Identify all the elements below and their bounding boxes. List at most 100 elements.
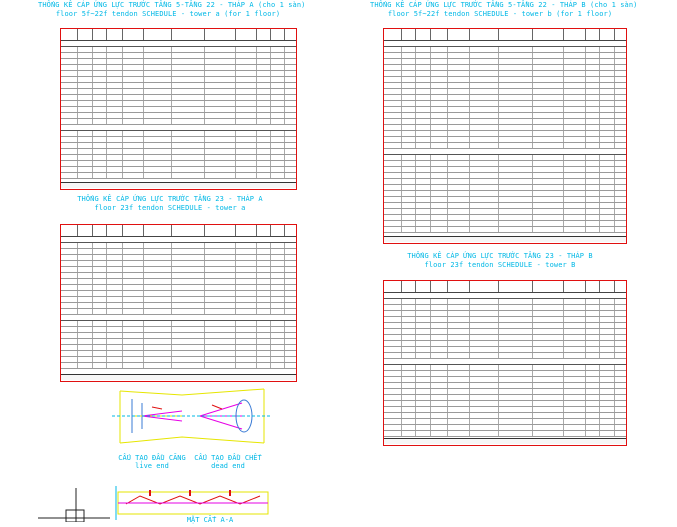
table-row [384,47,626,53]
table-row [384,335,626,341]
table-row [384,317,626,323]
schedule-title-tower-b-5f-22f: THỐNG KÊ CÁP ỨNG LỰC TRƯỚC TẦNG 5-TẦNG 2… [370,1,638,19]
table-row [384,77,626,83]
table-row [384,341,626,347]
table-row [61,143,296,149]
table-row [61,155,296,161]
schedule-title-tower-b-23f: THỐNG KÊ CÁP ỨNG LỰC TRƯỚC TẦNG 23 - THÁ… [400,252,600,270]
table-row [61,321,296,327]
table-row [384,179,626,185]
table-row [61,297,296,303]
table-group-row [61,41,296,47]
title-line-en: floor 23f tendon SCHEDULE - tower B [424,261,576,269]
table-row [61,279,296,285]
title-line-en: floor 23f tendon SCHEDULE - tower a [94,204,246,212]
schedule-title-tower-a-23f: THỐNG KÊ CÁP ỨNG LỰC TRƯỚC TẦNG 23 - THÁ… [70,195,270,213]
table-row [384,383,626,389]
table-header [61,225,296,237]
table-row [61,65,296,71]
table-row [384,113,626,119]
table-row [384,329,626,335]
table-row [384,197,626,203]
table-row [384,431,626,437]
table-total-row [61,182,296,188]
table-row [61,161,296,167]
caption-line-vn: CẤU TẠO ĐẦU CHẾT [194,454,262,462]
table-row [61,113,296,119]
table-row [61,339,296,345]
table-row [61,83,296,89]
table-row [61,101,296,107]
caption-line-en: dead end [211,462,245,470]
caption-line-en: live end [135,462,169,470]
table-row [384,137,626,143]
dead-end-caption: CẤU TẠO ĐẦU CHẾT dead end [188,454,268,470]
table-row [384,143,626,149]
table-row [384,407,626,413]
table-group-row [384,41,626,47]
section-a-a-drawing [38,486,269,522]
table-row [61,357,296,363]
table-row [384,65,626,71]
schedule-table-tower-a-23f [60,224,297,382]
table-row [61,167,296,173]
table-row [384,377,626,383]
table-row [61,95,296,101]
table-header [61,29,296,41]
table-row [384,389,626,395]
live-end-caption: CẤU TẠO ĐẦU CĂNG live end [112,454,192,470]
table-row [384,203,626,209]
table-row [384,173,626,179]
schedule-title-tower-a-5f-22f: THỐNG KÊ CÁP ỨNG LỰC TRƯỚC TẦNG 5-TẦNG 2… [38,1,306,19]
table-row [384,107,626,113]
table-row [384,89,626,95]
caption-line-vn: MẶT CẮT A-A [186,516,234,524]
schedule-table-tower-b-23f [383,280,627,446]
title-line-vn: THỐNG KÊ CÁP ỨNG LỰC TRƯỚC TẦNG 5-TẦNG 2… [38,1,306,9]
table-row [61,173,296,179]
table-row [384,95,626,101]
table-row [61,363,296,369]
schedule-table-tower-a-5f-22f [60,28,297,190]
table-row [384,227,626,233]
table-row [384,125,626,131]
table-row [384,155,626,161]
table-row [384,83,626,89]
table-row [61,309,296,315]
table-header [384,281,626,293]
table-total-row [384,236,626,242]
table-row [61,261,296,267]
table-group-row [61,125,296,131]
table-row [61,131,296,137]
table-total-row [61,374,296,380]
table-row [61,149,296,155]
table-row [384,221,626,227]
table-row [384,419,626,425]
table-row [61,243,296,249]
table-group-row [61,315,296,321]
table-row [61,345,296,351]
table-row [384,101,626,107]
table-row [384,167,626,173]
table-total-row [384,438,626,444]
table-row [384,53,626,59]
title-line-vn: THỐNG KÊ CÁP ỨNG LỰC TRƯỚC TẦNG 5-TẦNG 2… [370,1,638,9]
table-row [384,323,626,329]
table-row [61,291,296,297]
table-row [384,215,626,221]
title-line-vn: THỐNG KÊ CÁP ỨNG LỰC TRƯỚC TẦNG 23 - THÁ… [407,252,593,260]
table-row [384,59,626,65]
table-row [61,273,296,279]
table-row [384,191,626,197]
table-row [384,395,626,401]
table-row [61,351,296,357]
table-row [61,285,296,291]
table-row [61,53,296,59]
table-row [61,249,296,255]
caption-line-vn: CẤU TẠO ĐẦU CĂNG [118,454,186,462]
table-row [384,371,626,377]
table-row [384,131,626,137]
title-line-vn: THỐNG KÊ CÁP ỨNG LỰC TRƯỚC TẦNG 23 - THÁ… [77,195,263,203]
table-row [384,71,626,77]
title-line-en: floor 5f~22f tendon SCHEDULE - tower b (… [387,10,613,18]
